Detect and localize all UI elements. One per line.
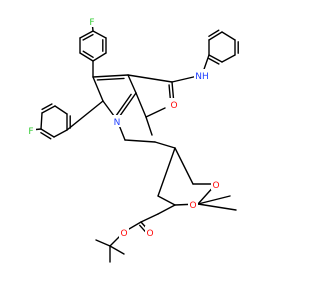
pyrrole-nitrogen-label: N: [114, 118, 121, 128]
bond-ip-ipm2: [145, 116, 153, 136]
bond-ch1-ch2: [124, 139, 156, 143]
bond-b1-b2: [40, 128, 55, 138]
bond-D5-D6: [157, 195, 176, 206]
bond-a4-a5: [79, 52, 94, 62]
bond-C4-Cam: [127, 74, 173, 83]
label-bg: [145, 226, 155, 238]
label-bg: [169, 98, 179, 110]
bond-D5-e1: [157, 204, 176, 215]
structure-svg: F F NH O N O O O O: [26, 15, 239, 263]
label-bg: [119, 226, 129, 238]
label-bg: [26, 124, 36, 136]
amide-oxygen-label: O: [170, 101, 177, 111]
double-bond-p1-p2: [208, 57, 220, 65]
label-bg: [211, 178, 221, 190]
bond-b2-b3: [53, 129, 68, 138]
bond-e1-e2: [140, 213, 159, 223]
bond-p1-p2: [208, 54, 223, 63]
bond-D1-D2: [174, 147, 194, 185]
bond-C2-C3: [92, 76, 104, 102]
label-bg: [112, 115, 122, 127]
fluorine-label-left: F: [28, 127, 33, 137]
bond-tb-tbm1: [95, 239, 111, 247]
bond-ch2-ch3: [154, 141, 176, 149]
bond-a3-a4: [92, 52, 107, 62]
ester-oxygen-label-single: O: [120, 229, 127, 239]
label-bg: [194, 69, 210, 81]
bond-b4-b5: [54, 105, 68, 115]
dioxane-oxygen-label-1: O: [212, 181, 219, 191]
double-bond-a6-a1: [82, 33, 94, 41]
amide-nh-label: NH: [195, 72, 209, 82]
bond-a6-a1: [79, 30, 94, 39]
bond-D4-m1: [197, 203, 237, 211]
bond-p4-p5: [221, 31, 236, 41]
label-bg: [87, 15, 97, 27]
double-bond-b5-b6: [41, 103, 53, 111]
bond-C3-C4: [92, 74, 129, 78]
bond-tb-tbm3: [109, 245, 125, 255]
label-bg: [188, 198, 198, 210]
ester-oxygen-label-double: O: [146, 229, 153, 239]
double-bond-C5-N1: [115, 93, 132, 116]
bond-b6-b1: [40, 112, 43, 130]
fluorine-label-top: F: [89, 18, 94, 28]
bond-b5-b6: [41, 105, 56, 114]
bond-b3-C2: [66, 100, 104, 131]
double-bond-C3-C4: [96, 77, 125, 81]
bond-a1-a2: [92, 30, 107, 39]
bond-C5-ip: [135, 92, 147, 118]
molecule-drawing: F F NH O N O O O O: [26, 15, 239, 263]
bond-p2-p3: [221, 54, 236, 63]
double-bond-a4-a5: [82, 50, 94, 59]
bond-D6-D1: [157, 147, 176, 197]
double-bond-b1-b2: [40, 131, 52, 140]
bond-C4-C5: [127, 74, 137, 94]
bond-p5-p6: [208, 31, 223, 41]
atom-labels: F F NH O N O O O O: [26, 15, 221, 239]
dioxane-oxygen-label-2: O: [189, 201, 196, 211]
double-bond-p5-p6: [208, 29, 220, 38]
bond-ip-ipm1: [145, 107, 166, 118]
bond-D4-m2: [197, 195, 231, 205]
bond-layer: [30, 20, 239, 263]
